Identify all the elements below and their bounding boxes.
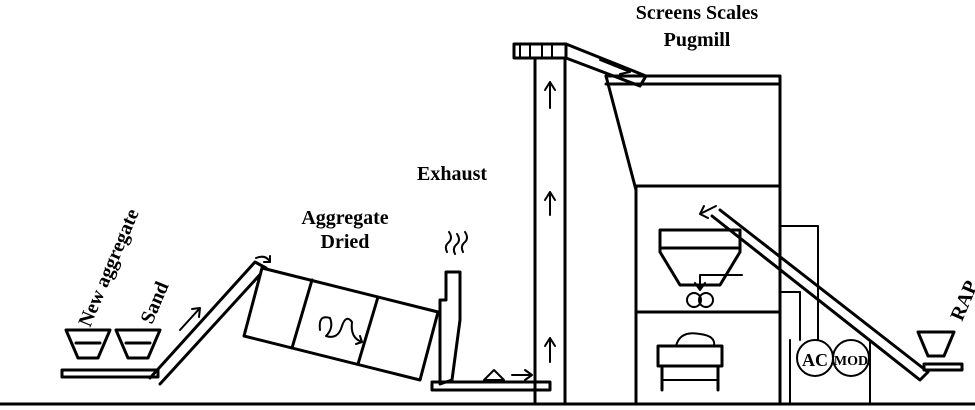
dryer-discharge-base bbox=[430, 380, 552, 392]
mod-label: MOD bbox=[834, 354, 868, 369]
discharge-triangle-icon bbox=[483, 369, 505, 381]
new-aggregate-bin bbox=[64, 328, 112, 360]
hot-chute bbox=[564, 42, 648, 88]
elevator-up-arrow-icon bbox=[544, 337, 556, 363]
rap-base bbox=[922, 362, 964, 372]
dryer-feed-conveyor bbox=[148, 255, 271, 386]
ac-line-arrow-icon bbox=[694, 274, 743, 291]
rap-label: RAP bbox=[946, 278, 975, 324]
elevator-up-arrow-icon bbox=[544, 191, 556, 216]
feed-conveyor-base bbox=[60, 368, 160, 379]
pugmill-roll-icon bbox=[698, 292, 714, 308]
exhaust-fumes-icon bbox=[444, 231, 468, 255]
rap-bin bbox=[916, 330, 956, 358]
rap-conveyor bbox=[710, 208, 964, 382]
sand-bin bbox=[114, 328, 162, 360]
sand-label: Sand bbox=[136, 278, 173, 327]
curved-arrow-top-icon bbox=[255, 255, 271, 263]
flame-icon bbox=[318, 316, 363, 345]
bucket-elevator bbox=[512, 42, 568, 406]
weigh-hopper bbox=[658, 228, 742, 287]
chute-arrow-icon bbox=[599, 59, 631, 75]
hopper-feed-arrow-icon bbox=[699, 205, 717, 219]
pugmill-label: Pugmill bbox=[664, 29, 731, 51]
drum-dryer bbox=[242, 266, 440, 382]
exhaust-label: Exhaust bbox=[417, 163, 487, 185]
aggregate-dried-label-line1: Aggregate bbox=[301, 207, 388, 229]
mod-tank bbox=[832, 339, 870, 377]
aggregate-dried-label-line2: Dried bbox=[321, 231, 370, 253]
arrow-to-elevator-icon bbox=[511, 369, 533, 381]
ac-label: AC bbox=[802, 350, 828, 370]
truck bbox=[656, 332, 724, 392]
binder-tanks: AC MOD bbox=[779, 225, 871, 405]
batch-tower bbox=[604, 74, 782, 406]
pugmill-roll-icon bbox=[686, 292, 702, 308]
elevator-up-arrow-icon bbox=[544, 81, 556, 109]
exhaust-stack bbox=[430, 231, 552, 392]
cold-feed-bins bbox=[60, 328, 162, 379]
arrow-to-dryer-icon bbox=[179, 307, 201, 331]
new-aggregate-label: New aggregate bbox=[74, 206, 143, 330]
screens-scales-label: Screens Scales bbox=[636, 2, 759, 24]
